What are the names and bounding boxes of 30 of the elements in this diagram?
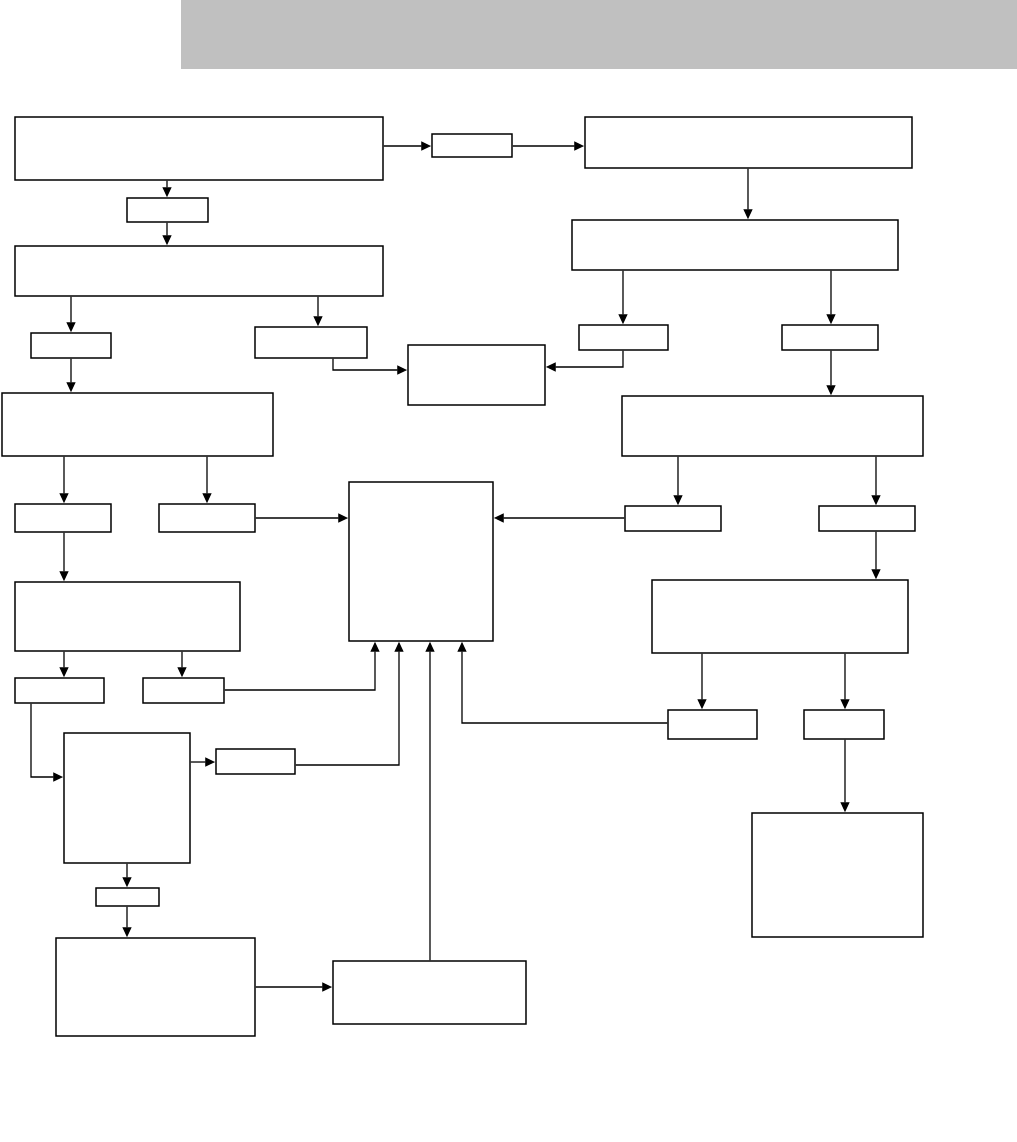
- process-box: [215, 748, 296, 775]
- process-box: [571, 219, 899, 271]
- process-box: [158, 503, 256, 533]
- process-box: [751, 812, 924, 938]
- process-box: [30, 332, 112, 359]
- process-box: [578, 324, 669, 351]
- process-box: [651, 579, 909, 654]
- process-box: [1, 392, 274, 457]
- process-box: [142, 677, 225, 704]
- process-box: [407, 344, 546, 406]
- process-box: [95, 887, 160, 907]
- process-box: [332, 960, 527, 1025]
- process-box: [126, 197, 209, 223]
- process-box: [254, 326, 368, 359]
- process-box: [348, 481, 494, 642]
- process-box: [431, 133, 513, 158]
- process-box: [14, 581, 241, 652]
- process-box: [781, 324, 879, 351]
- process-box: [803, 709, 885, 740]
- process-box: [55, 937, 256, 1037]
- process-box: [14, 245, 384, 297]
- process-box: [667, 709, 758, 740]
- process-box: [14, 677, 105, 704]
- process-box: [624, 505, 722, 532]
- process-box: [14, 116, 384, 181]
- process-box: [584, 116, 913, 169]
- process-box: [14, 503, 112, 533]
- process-box: [621, 395, 924, 457]
- process-box: [63, 732, 191, 864]
- process-box: [818, 505, 916, 532]
